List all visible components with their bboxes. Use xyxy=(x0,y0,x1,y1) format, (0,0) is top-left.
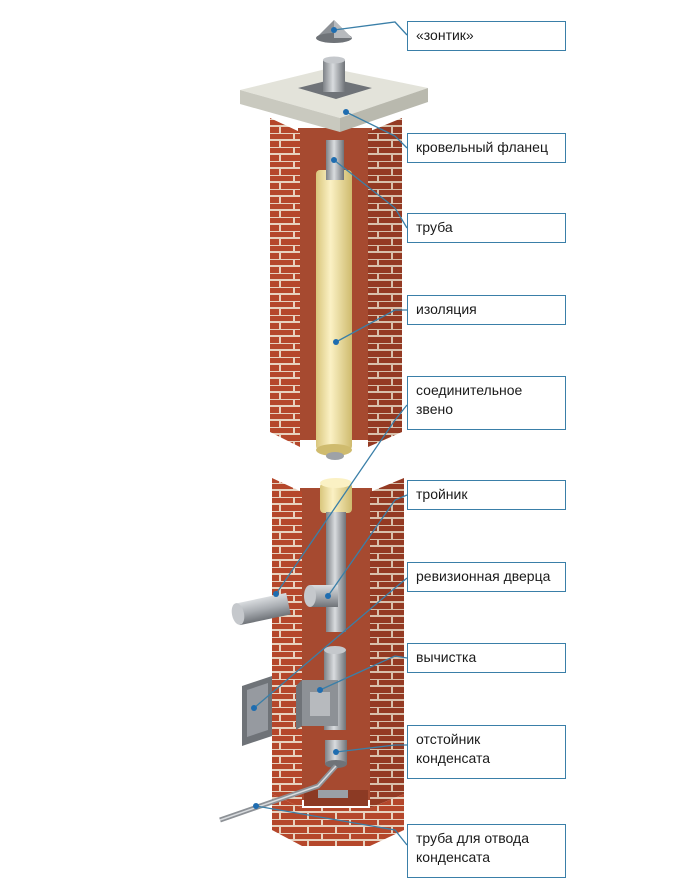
label-roof-flange: кровельный фланец xyxy=(407,133,566,163)
inspection-door-face xyxy=(247,683,268,737)
label-connector: соединительное звено xyxy=(407,376,566,430)
callout-pipe-dot xyxy=(331,157,337,163)
callout-dots xyxy=(251,27,349,809)
label-tee: тройник xyxy=(407,480,566,510)
callout-pipe-line xyxy=(333,159,408,229)
callout-door-dot xyxy=(251,705,257,711)
callout-cap-dot xyxy=(331,27,337,33)
label-pipe-text: труба xyxy=(416,219,453,235)
callout-sump-line xyxy=(335,744,407,753)
label-tee-text: тройник xyxy=(416,486,468,502)
upper-pipe-bottom xyxy=(326,452,344,460)
label-inspection-door: ревизионная дверца xyxy=(407,562,566,592)
callout-flange-dot xyxy=(343,109,349,115)
label-insulation-text: изоляция xyxy=(416,301,477,317)
callout-cap-line xyxy=(333,21,408,36)
label-connector-line2: звено xyxy=(416,401,454,417)
label-cap-text: «зонтик» xyxy=(416,27,474,43)
insulation-bottom xyxy=(316,444,352,456)
sump-plate xyxy=(318,790,348,798)
callout-cleanout-line xyxy=(319,655,408,691)
callout-cleanout-dot xyxy=(317,687,323,693)
label-connector-line1: соединительное xyxy=(416,382,523,398)
lower-pipe xyxy=(326,512,346,632)
label-roof-flange-text: кровельный фланец xyxy=(416,139,548,155)
lower-left-wall xyxy=(272,478,302,808)
callout-insulation-dot xyxy=(333,339,339,345)
upper-right-wall-side xyxy=(368,118,402,447)
tee-branch-opening xyxy=(304,585,316,607)
drain-pipe-highlight xyxy=(219,765,337,821)
label-condensate-sump: отстойник конденсата xyxy=(407,725,566,779)
callout-flange-line xyxy=(345,111,408,149)
label-cap: «зонтик» xyxy=(407,21,566,51)
connector-pipe-end xyxy=(231,603,245,625)
label-insulation: изоляция xyxy=(407,295,566,325)
roof-flange xyxy=(240,68,428,132)
top-pipe xyxy=(323,60,345,92)
callout-connector-dot xyxy=(273,591,279,597)
connector-pipe xyxy=(235,592,291,626)
condensate-sump-bottom xyxy=(325,760,347,768)
label-drain-pipe-line2: конденсата xyxy=(416,849,491,865)
callout-tee-line xyxy=(327,494,408,597)
label-drain-pipe-line1: труба для отвода xyxy=(416,830,529,846)
cleanout-hatch xyxy=(310,692,330,716)
callout-sump-dot xyxy=(333,749,339,755)
label-cleanout: вычистка xyxy=(407,643,566,673)
callout-lines xyxy=(253,21,408,846)
label-condensate-sump-line2: конденсата xyxy=(416,750,491,766)
top-pipe-top xyxy=(323,56,345,64)
insulation-cylinder xyxy=(316,170,352,450)
label-inspection-door-text: ревизионная дверца xyxy=(416,568,551,584)
label-pipe: труба xyxy=(407,213,566,243)
upper-left-wall xyxy=(270,118,300,447)
label-drain-pipe: труба для отвода конденсата xyxy=(407,824,566,878)
label-condensate-sump-line1: отстойник xyxy=(416,731,481,747)
connector-insulation xyxy=(320,483,352,513)
callout-drain-line xyxy=(255,805,408,846)
callout-tee-dot xyxy=(325,593,331,599)
callout-insulation-line xyxy=(335,309,407,343)
label-cleanout-text: вычистка xyxy=(416,649,477,665)
tee-branch xyxy=(310,585,338,607)
cleanout-box-side xyxy=(296,680,302,730)
connector-top xyxy=(320,478,352,488)
cleanout-top xyxy=(324,646,346,654)
callout-door-line xyxy=(253,577,408,709)
callout-connector-line xyxy=(275,404,408,595)
callout-drain-dot xyxy=(253,803,259,809)
lower-right-wall xyxy=(370,478,404,808)
